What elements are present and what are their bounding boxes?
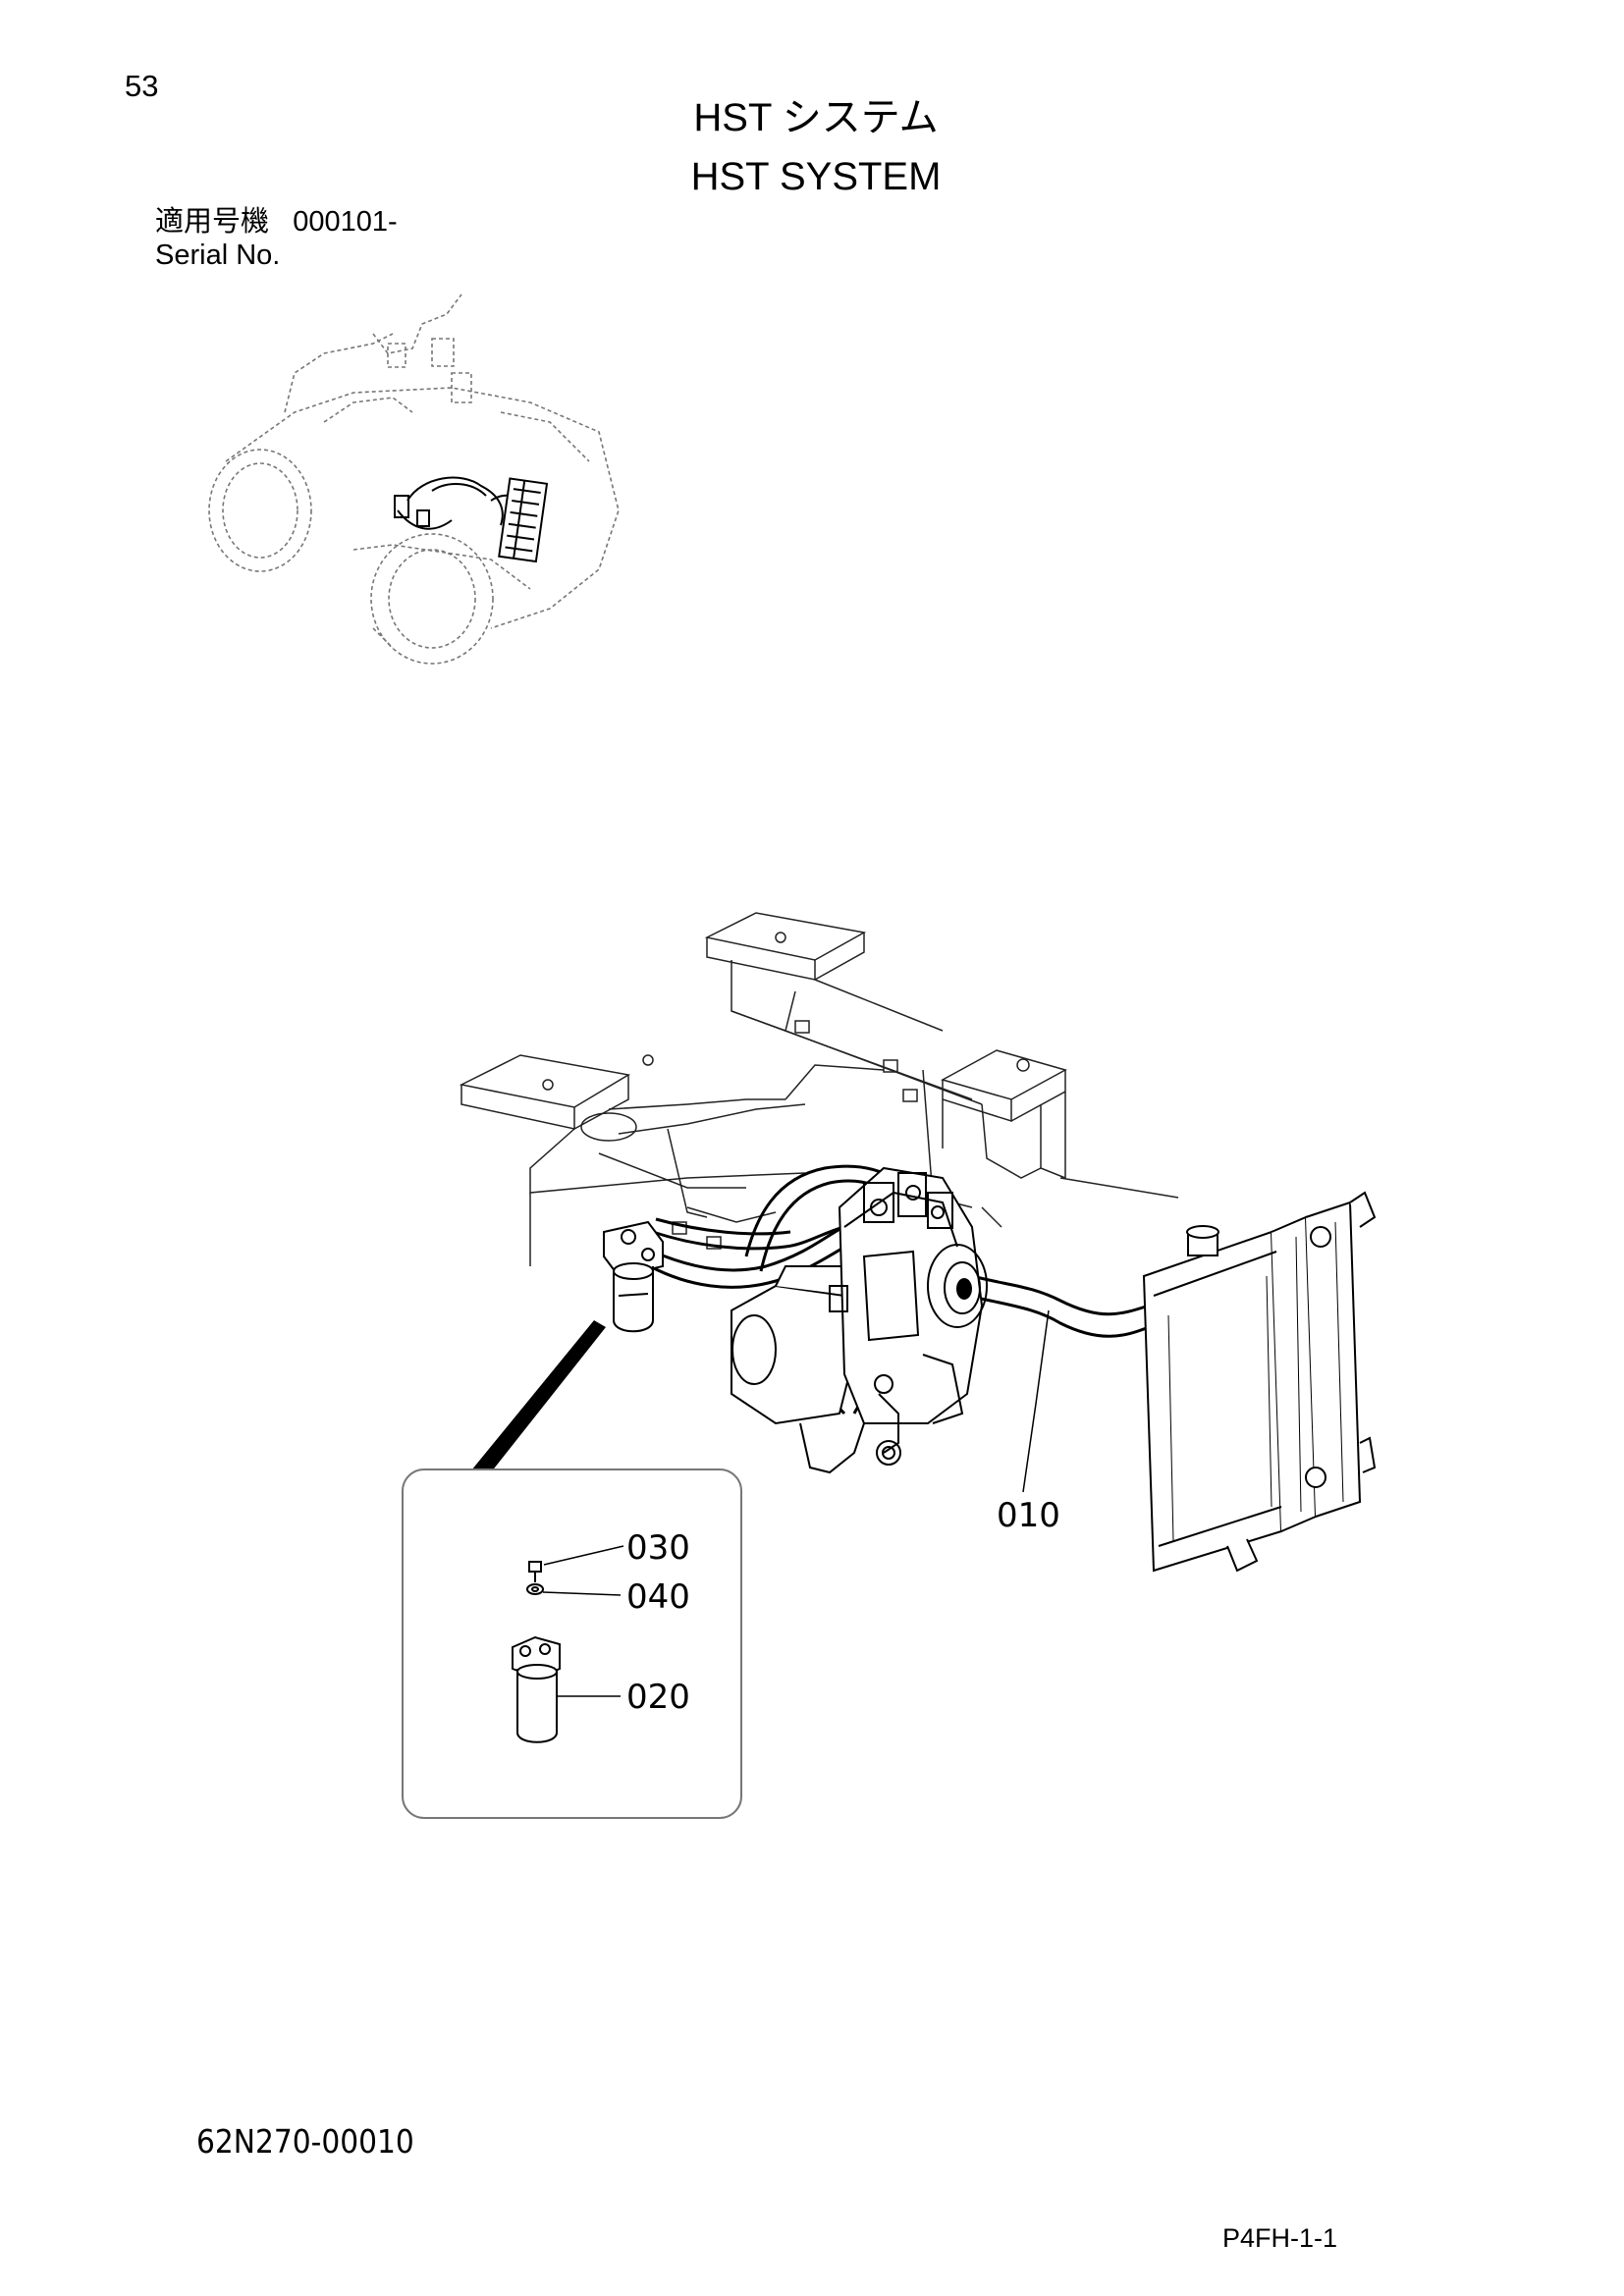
- document-code: 62N270-00010: [196, 2122, 414, 2161]
- locator-highlight-hst: [394, 476, 549, 563]
- hose-010: [971, 1274, 1150, 1338]
- detail-inset-box: [402, 1468, 742, 1819]
- callout-030: 030: [626, 1528, 690, 1568]
- serial-number: 000101-: [293, 206, 398, 238]
- detail-washer-040: [526, 1583, 544, 1595]
- page-title-japanese: HST システム: [693, 96, 939, 139]
- callout-010: 010: [997, 1496, 1060, 1535]
- detail-bolt-030: [528, 1561, 542, 1582]
- serial-label-english: Serial No.: [155, 240, 281, 271]
- hst-pump: [731, 1166, 988, 1474]
- oil-cooler: [1142, 1191, 1377, 1573]
- locator-machine-illustration: [208, 294, 620, 665]
- machine-frame: [459, 912, 1179, 1266]
- callout-040: 040: [626, 1577, 690, 1617]
- serial-label-jp: 適用号機: [155, 206, 270, 238]
- page-title-english: HST SYSTEM: [690, 155, 942, 198]
- serial-label-japanese: 適用号機 000101-: [155, 208, 398, 237]
- page-code: P4FH-1-1: [1222, 2223, 1338, 2253]
- oil-filter-installed: [603, 1220, 664, 1333]
- leader-lines: [542, 1309, 1050, 1697]
- callout-020: 020: [626, 1678, 690, 1717]
- detail-filter-020: [512, 1635, 561, 1743]
- detail-pointer-wedge: [471, 1320, 606, 1472]
- page-number: 53: [125, 69, 159, 103]
